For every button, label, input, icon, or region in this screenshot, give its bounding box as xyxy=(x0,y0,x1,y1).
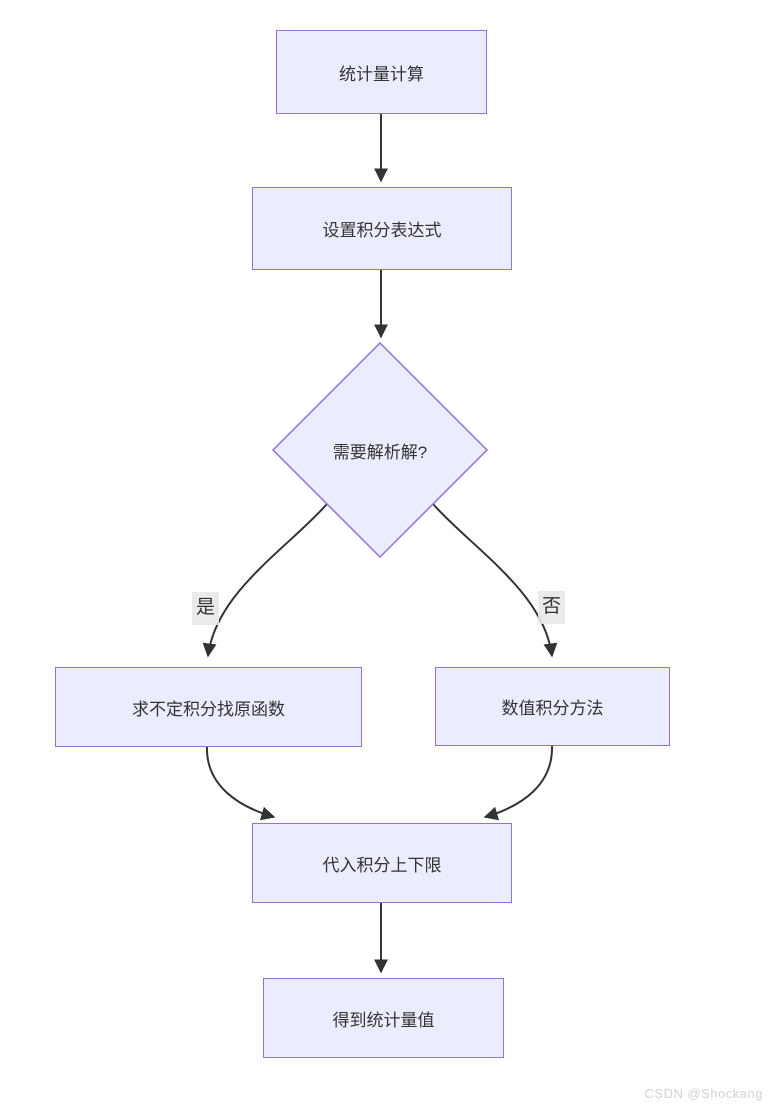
node-start-label: 统计量计算 xyxy=(339,64,424,84)
edge-decision-to-analytic xyxy=(202,503,328,658)
node-result-label: 得到统计量值 xyxy=(332,1010,435,1030)
node-decision: 需要解析解? xyxy=(300,430,460,470)
node-start: 统计量计算 xyxy=(276,30,487,114)
edge-analytic-to-substitute xyxy=(205,746,276,821)
edge-decision-to-numeric xyxy=(432,503,558,658)
edge-label-no: 否 xyxy=(538,591,566,624)
edge-label-yes: 是 xyxy=(192,592,220,625)
node-analytic: 求不定积分找原函数 xyxy=(55,667,362,747)
watermark: CSDN @Shockang xyxy=(644,1086,763,1101)
node-substitute-label: 代入积分上下限 xyxy=(322,855,442,875)
node-setup: 设置积分表达式 xyxy=(252,187,512,270)
node-decision-label: 需要解析解? xyxy=(332,442,428,462)
node-numeric: 数值积分方法 xyxy=(435,667,670,746)
node-setup-label: 设置积分表达式 xyxy=(322,221,442,240)
node-result: 得到统计量值 xyxy=(263,978,504,1058)
node-analytic-label: 求不定积分找原函数 xyxy=(132,699,285,719)
node-numeric-label: 数值积分方法 xyxy=(501,699,604,718)
node-substitute: 代入积分上下限 xyxy=(252,823,512,903)
edge-numeric-to-substitute xyxy=(483,745,554,821)
decision-diamond-shape xyxy=(271,341,489,559)
